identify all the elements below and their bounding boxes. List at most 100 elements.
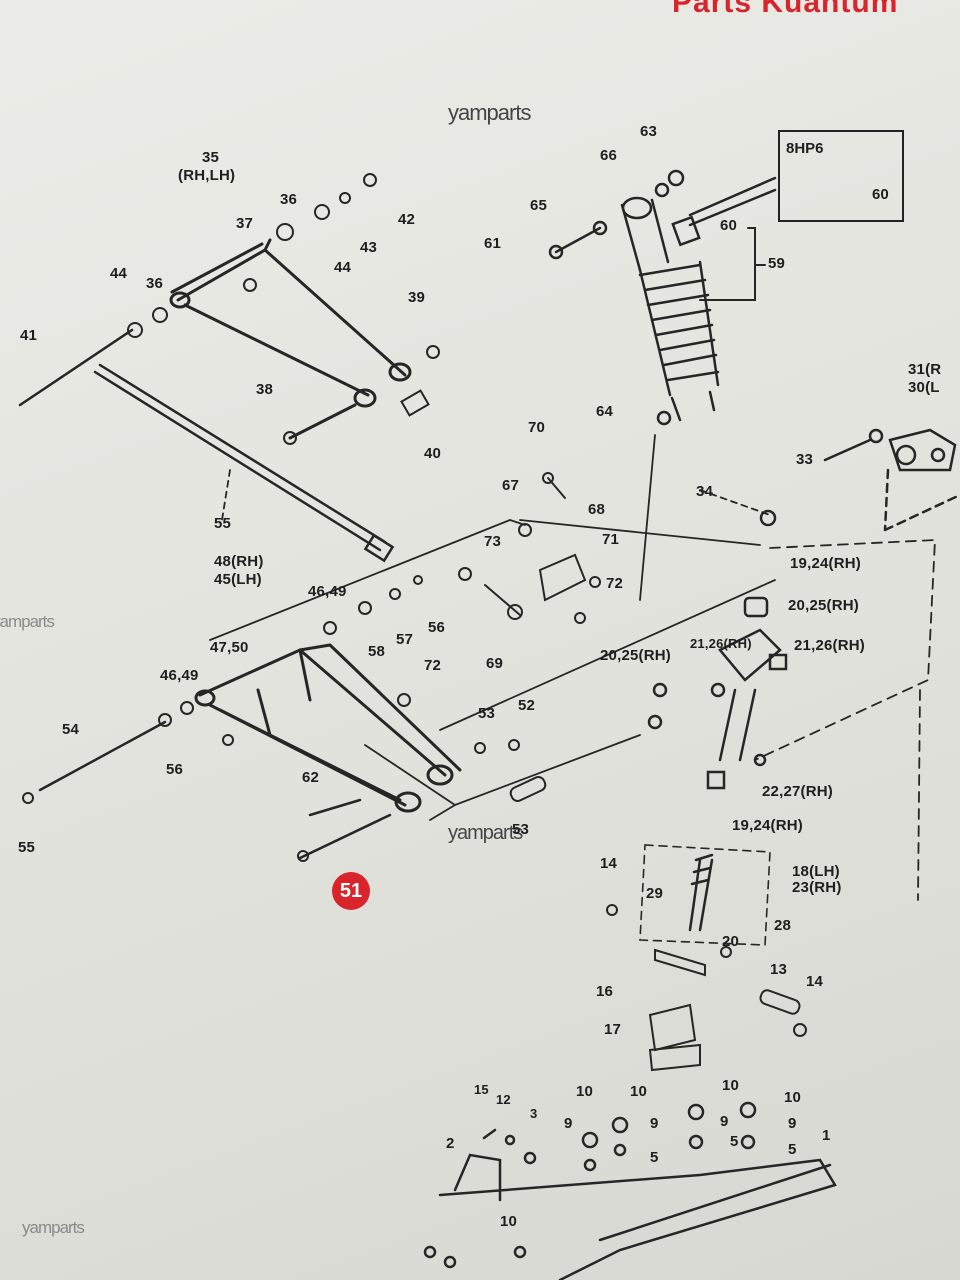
part-callout: 42 <box>398 211 416 228</box>
upper-hardware <box>127 173 440 445</box>
upper-a-arm <box>169 238 412 408</box>
part-callout: 12 <box>496 1092 511 1107</box>
part-callout: 46,49 <box>308 583 347 600</box>
part-callout: 66 <box>600 147 618 164</box>
part-callout: 9 <box>788 1115 797 1132</box>
part-callout: 9 <box>564 1115 573 1132</box>
part-callout: 5 <box>788 1141 797 1158</box>
part-callout: 22,27(RH) <box>762 783 833 800</box>
part-callout: 47,50 <box>210 639 249 656</box>
part-callout: 68 <box>588 501 606 518</box>
part-callout: 72 <box>424 657 442 674</box>
part-callout: 59 <box>768 255 786 272</box>
part-callout: 5 <box>730 1133 739 1150</box>
part-callout: 62 <box>302 769 320 786</box>
part-callout: 9 <box>650 1115 659 1132</box>
tie-rod-hardware <box>458 472 601 624</box>
part-callout: 5 <box>650 1149 659 1166</box>
part-callout: (RH,LH) <box>178 167 236 184</box>
part-callout: 20,25(RH) <box>600 647 671 664</box>
part-callout: 9 <box>720 1113 729 1130</box>
part-callout: 53 <box>478 705 496 722</box>
part-callout: 56 <box>166 761 184 778</box>
part-callout: 52 <box>518 697 536 714</box>
part-callout: 1 <box>822 1127 831 1144</box>
part-callout: 14 <box>600 855 618 872</box>
part-callout: 10 <box>576 1083 594 1100</box>
ski <box>423 1101 837 1280</box>
part-callout: 43 <box>360 239 378 256</box>
lower-hardware <box>22 575 547 862</box>
part-callout: 13 <box>770 961 788 978</box>
spindle <box>647 509 788 932</box>
part-callout: 63 <box>640 123 658 140</box>
part-callout: 44 <box>334 259 352 276</box>
part-callout: 53 <box>512 821 530 838</box>
part-callout: 55 <box>214 515 232 532</box>
part-callout: 67 <box>502 477 520 494</box>
part-callout: 41 <box>20 327 38 344</box>
part-callout: 71 <box>602 531 620 548</box>
lower-assembly-outline <box>209 519 776 821</box>
part-callout: 37 <box>236 215 254 232</box>
watermark-top: yamparts <box>448 100 531 125</box>
part-callout: 56 <box>428 619 446 636</box>
part-callout: 36 <box>146 275 164 292</box>
part-callout: 44 <box>110 265 128 282</box>
part-callout: 21,26(RH) <box>794 637 865 654</box>
part-callout: 73 <box>484 533 502 550</box>
part-callout: 35 <box>202 149 220 166</box>
part-callout: 45(LH) <box>214 571 262 588</box>
part-callout: 20 <box>722 933 740 950</box>
part-callout: 39 <box>408 289 426 306</box>
part-callout: 55 <box>18 839 36 856</box>
part-callout: 46,49 <box>160 667 199 684</box>
part-callout: 10 <box>500 1213 518 1230</box>
spindle-lower-box <box>639 844 771 946</box>
part-callout: 64 <box>596 403 614 420</box>
part-callout: 29 <box>646 885 664 902</box>
highlighted-part-badge[interactable]: 51 <box>332 872 370 910</box>
part-callout: 70 <box>528 419 546 436</box>
shock-absorber <box>548 169 777 426</box>
part-callout: 69 <box>486 655 504 672</box>
inset-8hp6: 8HP6 60 <box>778 130 904 222</box>
part-callout: 57 <box>396 631 414 648</box>
part-callout: 21,26(RH) <box>690 636 752 651</box>
part-callout: 19,24(RH) <box>732 817 803 834</box>
part-callout: 60 <box>720 217 738 234</box>
part-callout: 31(R <box>908 361 942 378</box>
leader-lines <box>221 434 771 601</box>
part-callout: 36 <box>280 191 298 208</box>
bracket-59 <box>699 227 766 301</box>
bracket-31-30 <box>823 428 960 532</box>
part-callout: 20,25(RH) <box>788 597 859 614</box>
part-callout: 17 <box>604 1021 622 1038</box>
part-callout: 65 <box>530 197 548 214</box>
inset-part-number: 60 <box>872 186 889 203</box>
part-callout: 14 <box>806 973 824 990</box>
part-callout: 34 <box>696 483 714 500</box>
part-callout: 3 <box>530 1106 538 1121</box>
ski-hardware <box>606 904 807 1072</box>
part-callout: 33 <box>796 451 814 468</box>
part-callout: 23(RH) <box>792 879 842 896</box>
upper-bolt <box>18 328 395 563</box>
part-callout: 61 <box>484 235 502 252</box>
part-callout: 58 <box>368 643 386 660</box>
watermark-bottom: yamparts <box>22 1218 85 1237</box>
lower-a-arm <box>194 643 462 813</box>
part-callout: 38 <box>256 381 274 398</box>
part-callout: 40 <box>424 445 442 462</box>
spindle-box <box>754 539 936 901</box>
part-callout: 30(L <box>908 379 940 396</box>
part-callout: 2 <box>446 1135 455 1152</box>
part-callout: 10 <box>722 1077 740 1094</box>
part-callout: 28 <box>774 917 792 934</box>
part-callout: 15 <box>474 1082 489 1097</box>
part-callout: 48(RH) <box>214 553 264 570</box>
part-callout: 10 <box>784 1089 802 1106</box>
watermark-left: yamparts <box>0 612 55 631</box>
